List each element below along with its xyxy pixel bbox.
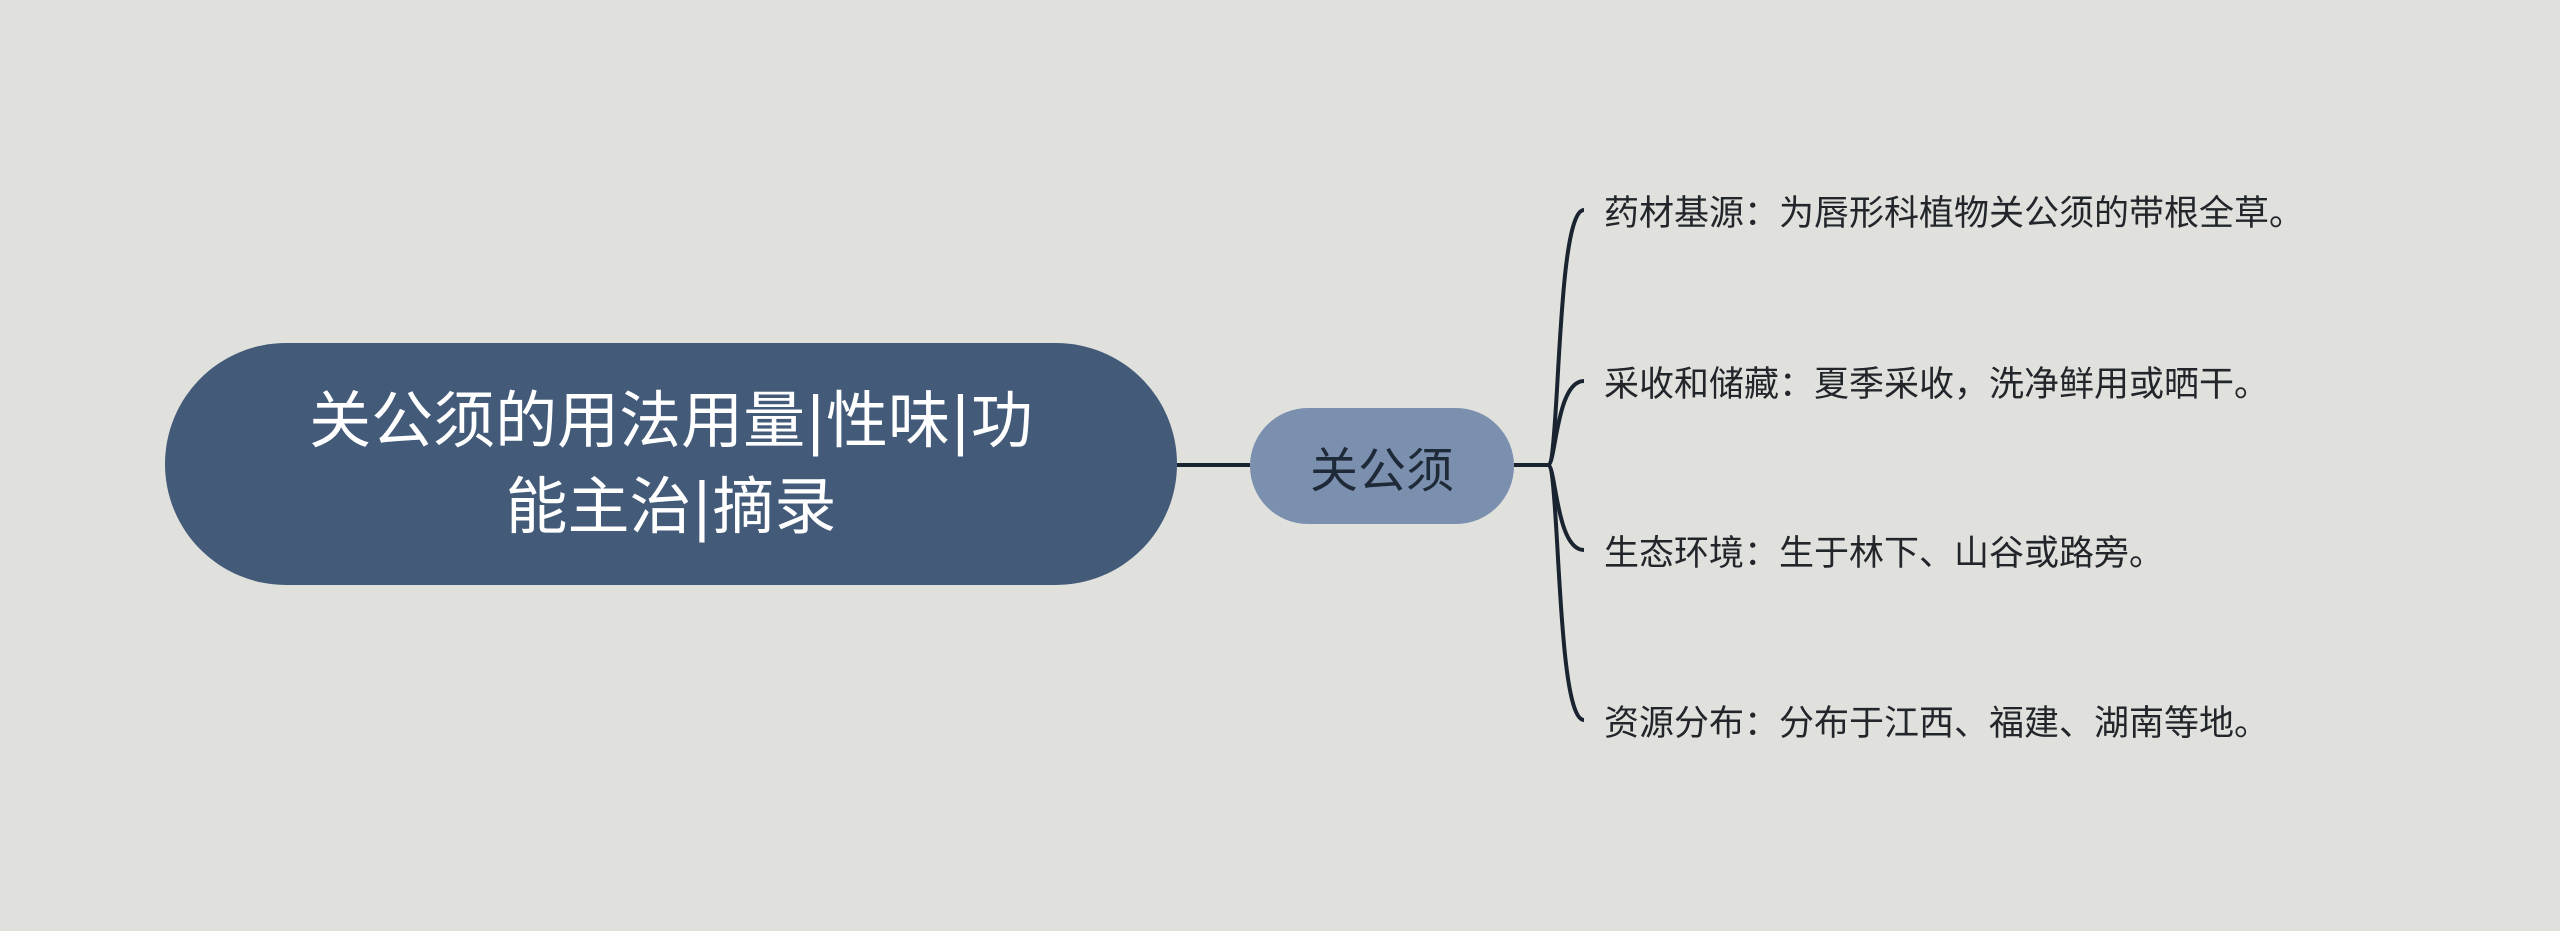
root-topic-title: 关公须的用法用量|性味|功能主治|摘录 — [309, 384, 1033, 543]
branch-item-label: 生态环境：生于林下、山谷或路旁。 — [1604, 533, 2165, 574]
central-topic-node[interactable]: 关公须 — [1250, 408, 1514, 524]
branch-item-label: 采收和储藏：夏季采收，洗净鲜用或晒干。 — [1604, 364, 2270, 405]
branch-item-distribution[interactable]: 资源分布：分布于江西、福建、湖南等地。 — [1604, 690, 2269, 750]
branch-item-habitat[interactable]: 生态环境：生于林下、山谷或路旁。 — [1604, 520, 2164, 580]
branch-line-4 — [1546, 463, 1585, 722]
branch-item-label: 资源分布：分布于江西、福建、湖南等地。 — [1604, 703, 2270, 744]
central-topic-label: 关公须 — [1309, 443, 1454, 499]
branch-line-1 — [1546, 208, 1585, 467]
branch-item-label: 药材基源：为唇形科植物关公须的带根全草。 — [1604, 193, 2305, 234]
branch-item-harvest[interactable]: 采收和储藏：夏季采收，洗净鲜用或晒干。 — [1604, 351, 2269, 411]
root-topic-node[interactable]: 关公须的用法用量|性味|功能主治|摘录 — [165, 343, 1177, 585]
branch-line-2 — [1546, 379, 1585, 467]
branch-item-source[interactable]: 药材基源：为唇形科植物关公须的带根全草。 — [1604, 180, 2304, 240]
